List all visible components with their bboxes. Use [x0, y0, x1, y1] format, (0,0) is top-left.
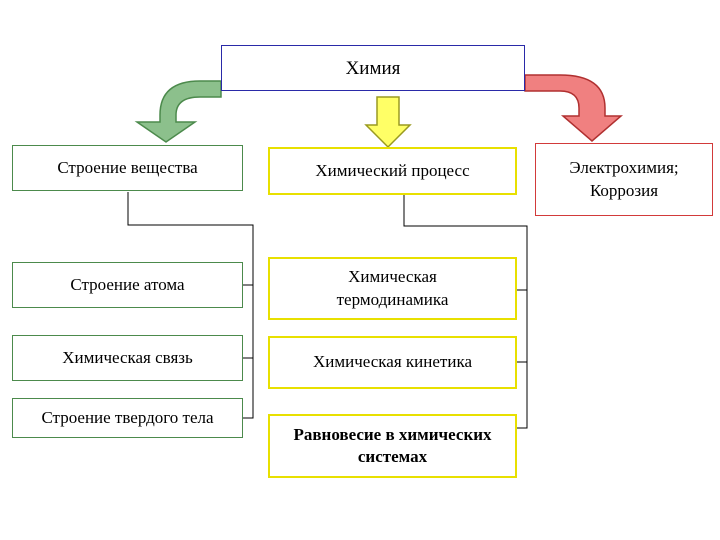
middle-item-node-1: Химическая термодинамика	[268, 257, 517, 320]
left-item-label-2: Химическая связь	[62, 347, 193, 367]
left-item-label-1: Строение атома	[70, 274, 185, 294]
root-label: Химия	[345, 57, 401, 79]
left-curved-arrow	[134, 80, 222, 143]
left-header-node: Строение вещества	[12, 145, 243, 191]
middle-item-node-3: Равновесие в химических системах	[268, 414, 517, 478]
middle-column-connector	[403, 195, 528, 429]
root-node: Химия	[221, 45, 525, 91]
left-item-node-1: Строение атома	[12, 262, 243, 308]
middle-down-arrow	[364, 96, 412, 149]
left-item-node-3: Строение твердого тела	[12, 398, 243, 438]
middle-item-label-2: Химическая кинетика	[313, 352, 472, 372]
left-item-label-3: Строение твердого тела	[41, 407, 214, 427]
right-header-node: Электрохимия; Коррозия	[535, 143, 713, 216]
middle-header-label: Химический процесс	[315, 160, 470, 180]
middle-item-label-1: Химическая термодинамика	[336, 267, 449, 309]
middle-item-node-2: Химическая кинетика	[268, 336, 517, 389]
left-item-node-2: Химическая связь	[12, 335, 243, 381]
left-header-label: Строение вещества	[57, 157, 198, 177]
right-curved-arrow	[524, 74, 624, 142]
middle-header-node: Химический процесс	[268, 147, 517, 195]
right-header-label: Электрохимия; Коррозия	[569, 158, 679, 200]
left-column-connector	[127, 192, 254, 419]
middle-item-label-3: Равновесие в химических системах	[293, 424, 492, 466]
